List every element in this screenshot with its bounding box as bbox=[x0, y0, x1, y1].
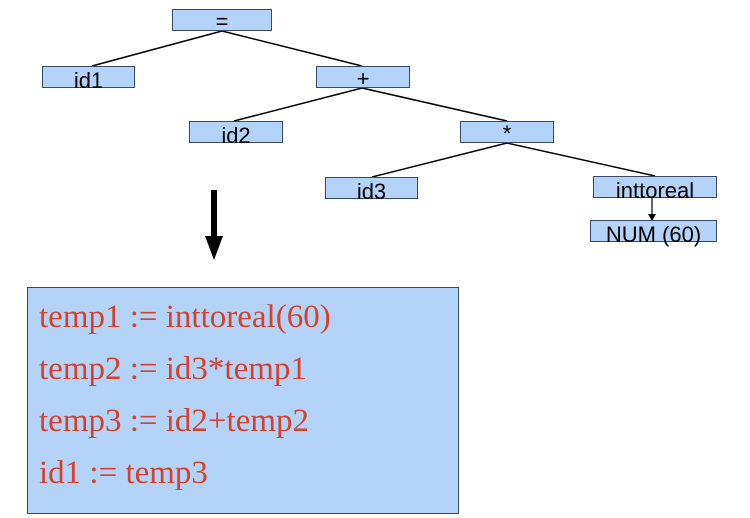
edge-assign-plus bbox=[221, 30, 363, 67]
edge-times-inttoreal bbox=[506, 142, 656, 177]
node-id1: id1 bbox=[42, 66, 135, 92]
node-times: * bbox=[460, 121, 554, 145]
edge-plus-id2 bbox=[233, 87, 363, 122]
node-id3: id3 bbox=[325, 177, 418, 203]
edge-assign-id1 bbox=[91, 30, 223, 67]
edge-times-id3 bbox=[371, 142, 508, 178]
code-line-3: temp3 := id2+temp2 bbox=[39, 403, 310, 439]
node-assign: = bbox=[172, 9, 272, 33]
edge-plus-times bbox=[361, 87, 508, 122]
code-line-4: id1 := temp3 bbox=[39, 455, 208, 491]
intermediate-code-box: temp1 := inttoreal(60) temp2 := id3*temp… bbox=[27, 287, 459, 514]
node-inttoreal: inttoreal bbox=[593, 176, 717, 202]
node-num: NUM (60) bbox=[590, 220, 717, 246]
code-line-2: temp2 := id3*temp1 bbox=[39, 351, 307, 387]
node-plus: + bbox=[316, 66, 410, 90]
code-line-1: temp1 := inttoreal(60) bbox=[39, 299, 331, 335]
node-id2: id2 bbox=[189, 121, 283, 147]
down-arrow-icon bbox=[205, 190, 223, 260]
edge-inttoreal-num-arrowhead bbox=[648, 214, 656, 221]
